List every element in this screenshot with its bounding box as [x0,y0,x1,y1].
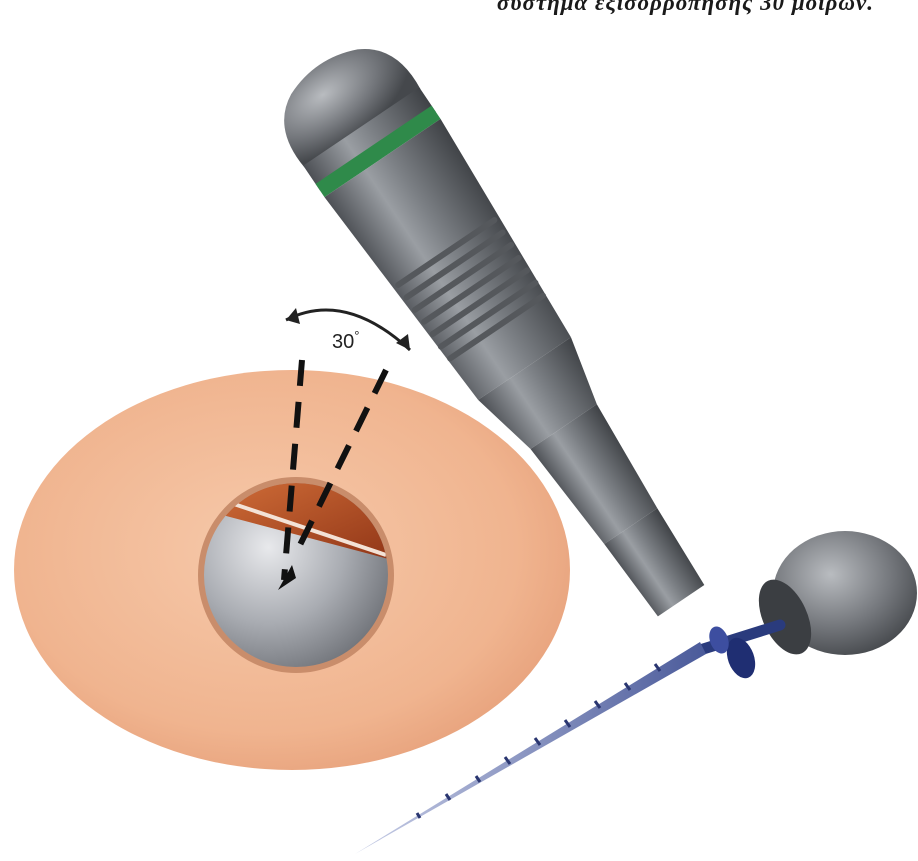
angle-label: 30° [332,328,359,353]
rotation-arc: 30° [286,308,410,353]
